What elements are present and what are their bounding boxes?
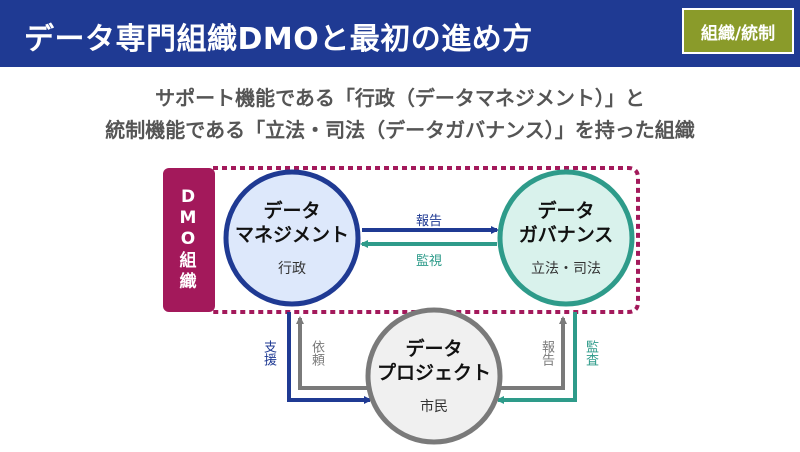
governance-subtitle: 立法・司法 (531, 261, 601, 277)
dmo-label: D M O 組 織 (163, 168, 213, 312)
project-subtitle: 市民 (420, 399, 448, 415)
dmo-label-char: D (180, 186, 196, 207)
project-title-line1: データ (405, 338, 463, 360)
edge-label-audit: 監査 (583, 340, 598, 366)
dmo-label-char: 組 (179, 250, 197, 271)
management-subtitle: 行政 (278, 261, 306, 277)
management-title-line2: マネジメント (234, 223, 349, 246)
header-bar: データ専門組織DMOと最初の進め方 組織/統制 (0, 0, 800, 67)
arrow-audit (496, 312, 577, 404)
project-title: データ プロジェクト (368, 338, 500, 386)
dmo-label-char: M (179, 208, 197, 229)
governance-title-line1: データ (537, 200, 595, 222)
management-title-line1: データ (263, 200, 321, 222)
dmo-label-box (163, 168, 215, 312)
edge-label-support: 支援 (261, 340, 276, 366)
category-tag: 組織/統制 (682, 8, 794, 54)
subtitle-line-2: 統制機能である「立法・司法（データガバナンス）」を持った組織 (105, 118, 695, 142)
subtitle-line-1: サポート機能である「行政（データマネジメント）」と (155, 86, 645, 110)
edge-label-report-top: 報告 (416, 214, 443, 229)
project-title-line2: プロジェクト (376, 361, 491, 384)
governance-title: データ ガバナンス (500, 200, 632, 248)
edge-label-request: 依頼 (309, 340, 324, 366)
dmo-label-char: O (180, 229, 196, 250)
dmo-label-char: 織 (179, 271, 197, 292)
node-management (223, 169, 361, 307)
edge-label-monitor: 監視 (416, 254, 443, 269)
node-governance (497, 169, 635, 307)
page-title: データ専門組織DMOと最初の進め方 (24, 22, 533, 57)
arrow-support (287, 312, 372, 404)
arrow-request (296, 316, 370, 390)
management-title: データ マネジメント (226, 200, 358, 248)
governance-title-line2: ガバナンス (518, 223, 614, 246)
edge-label-report-bottom: 報告 (539, 340, 554, 366)
arrow-report-bottom (498, 316, 567, 390)
node-project (365, 307, 503, 445)
dmo-boundary (213, 166, 640, 314)
